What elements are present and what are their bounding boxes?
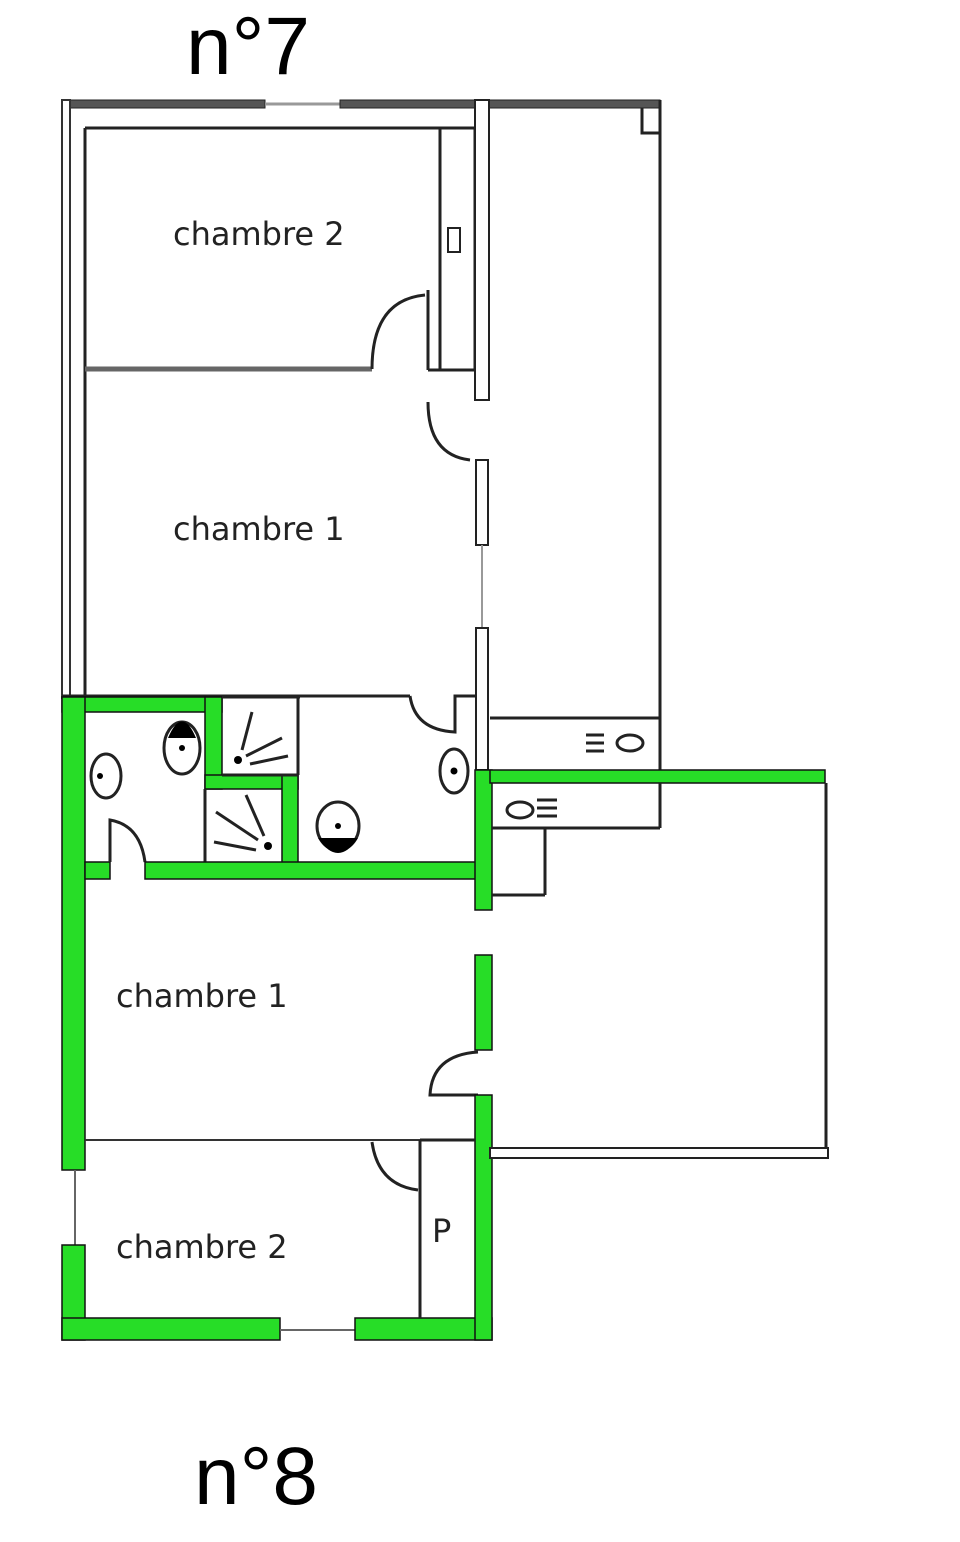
closet-label: P: [432, 1212, 451, 1250]
unit-8-room-label: chambre 2: [116, 1228, 288, 1266]
unit-7-room-label: chambre 1: [173, 510, 345, 548]
unit-8-title: n°8: [194, 1431, 319, 1522]
unit-7-walls: [61, 99, 662, 771]
appliance-icon: [447, 227, 461, 253]
toilet-icon: [315, 800, 361, 853]
stove-icon: [505, 798, 557, 820]
sink-icon: [438, 747, 470, 795]
unit-7-title: n°7: [186, 1, 311, 92]
unit-8-walls: [61, 695, 829, 1341]
toilet-icon: [162, 720, 202, 776]
unit-7-room-label: chambre 2: [173, 215, 345, 253]
unit-8-room-label: chambre 1: [116, 977, 288, 1015]
stove-icon: [586, 733, 645, 753]
shower-icon: [234, 711, 289, 766]
shower-icon: [213, 794, 272, 852]
toilet-icon: [89, 752, 123, 800]
